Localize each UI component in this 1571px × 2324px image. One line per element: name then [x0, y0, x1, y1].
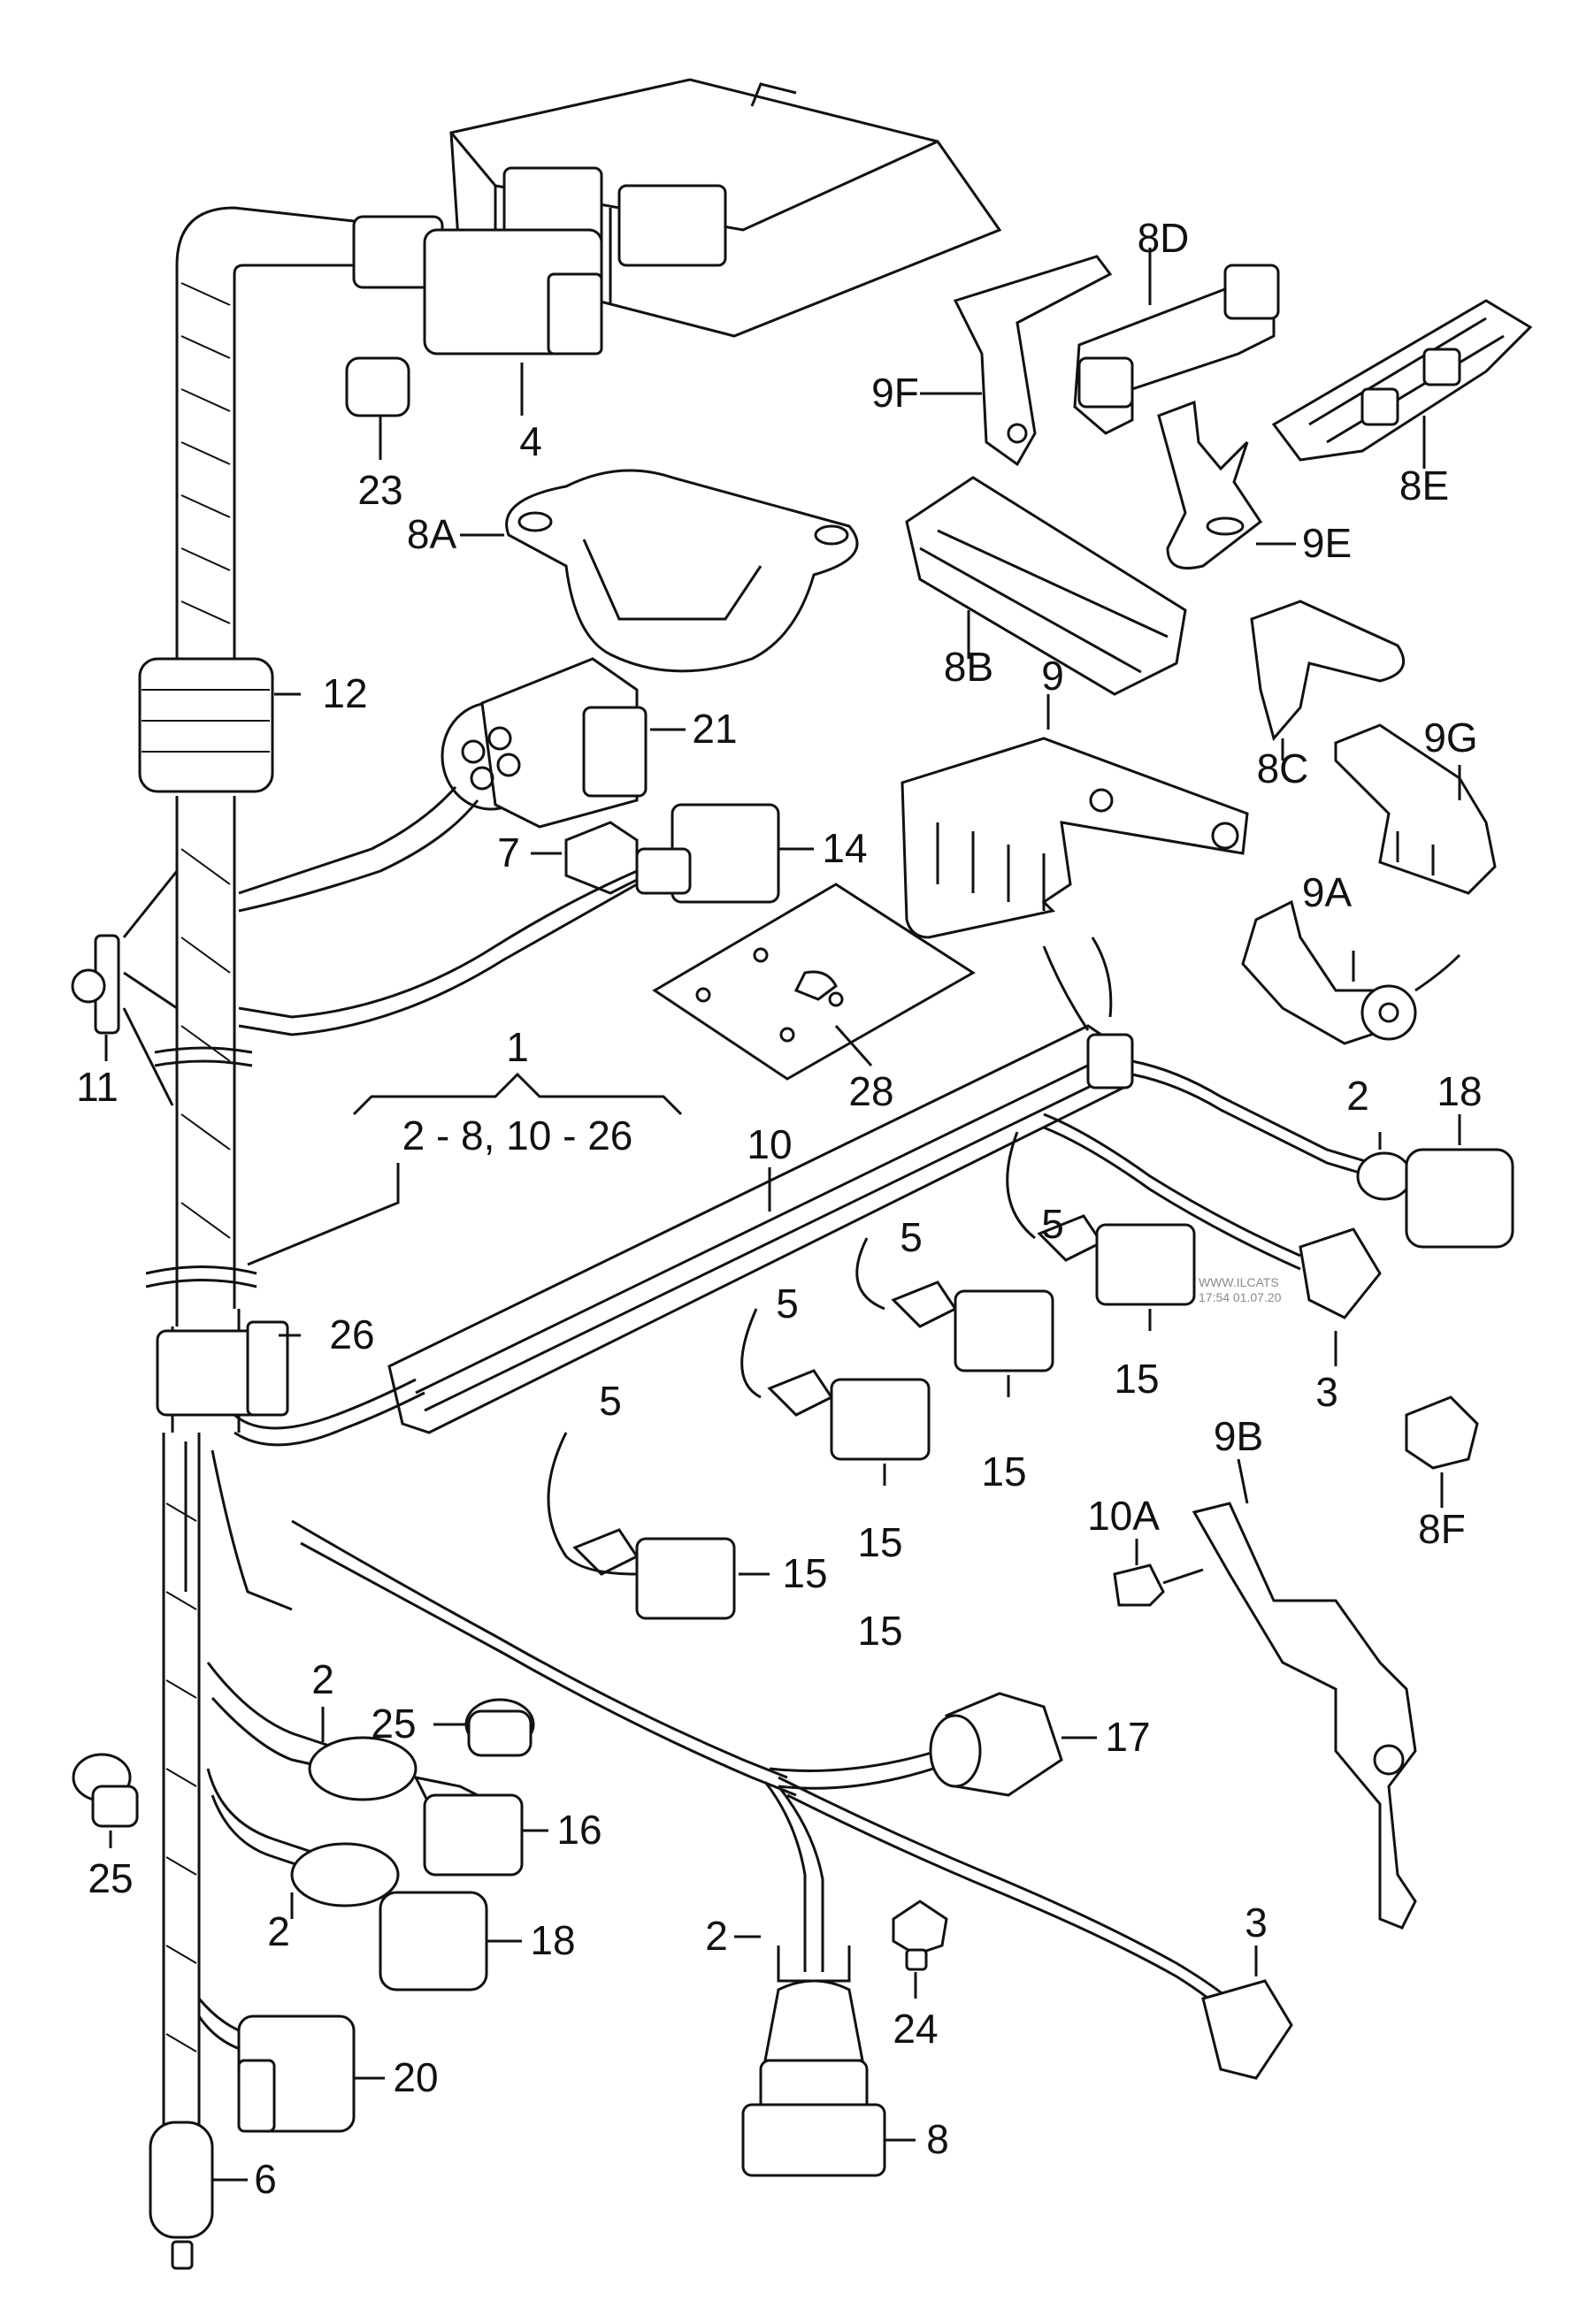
injector-connector-4 — [1006, 1131, 1196, 1331]
clip-23 — [345, 356, 410, 460]
connector-4 — [352, 215, 603, 416]
injector-connector-1 — [547, 1432, 770, 1620]
label-9a: 9A — [1302, 869, 1353, 915]
left-lower-sensors — [206, 1662, 548, 1991]
clip-10a — [1113, 1539, 1204, 1607]
grommet-12 — [138, 657, 274, 793]
bracket-9e — [1157, 400, 1296, 570]
main-harness-trunk — [145, 206, 355, 2184]
watermark-line-2: 17:54 01.07.20 — [1199, 1290, 1282, 1304]
group-bracket-1 — [247, 1072, 683, 1266]
label-24: 24 — [893, 2006, 938, 2052]
label-5-a: 5 — [1041, 1201, 1064, 1247]
label-5-d: 5 — [599, 1378, 622, 1424]
label-18-right: 18 — [1437, 1068, 1482, 1114]
injector-connector-2 — [740, 1308, 931, 1486]
label-26: 26 — [329, 1311, 374, 1357]
label-3-lower: 3 — [1245, 1900, 1268, 1946]
label-8b: 8B — [944, 644, 993, 690]
injector-connectors — [547, 1131, 1196, 1620]
connector-3-lower — [1201, 1946, 1293, 2080]
bracket-9g — [1334, 723, 1497, 895]
sensor-2-connector-8 — [734, 1935, 916, 2177]
component-6 — [149, 2121, 248, 2270]
label-15-d: 15 — [782, 1550, 827, 1596]
connector-17 — [929, 1692, 1097, 1797]
sensor-cable-right — [1131, 1059, 1514, 1249]
clip-8c — [1250, 600, 1406, 761]
label-9b: 9B — [1214, 1413, 1263, 1459]
label-1: 1 — [506, 1024, 529, 1070]
label-15-a: 15 — [1114, 1356, 1159, 1402]
label-9e: 9E — [1302, 520, 1352, 566]
label-10a: 10A — [1087, 1493, 1160, 1539]
label-5-c: 5 — [776, 1280, 799, 1326]
label-8f: 8F — [1418, 1506, 1466, 1552]
label-25-left: 25 — [88, 1855, 133, 1901]
label-12: 12 — [322, 670, 367, 716]
bracket-9f — [920, 255, 1113, 467]
sensor-8f — [1405, 1395, 1479, 1508]
lower-harness-branches — [184, 1378, 1240, 2022]
clip-24 — [892, 1900, 948, 1999]
label-2-left-lower: 2 — [267, 1908, 290, 1954]
label-15-c: 15 — [857, 1519, 902, 1565]
connector-14 — [238, 803, 814, 1036]
label-16: 16 — [556, 1807, 602, 1853]
bracket-9a — [1241, 899, 1461, 1045]
part-labels: 1 2 - 8, 10 - 26 2 2 2 2 3 3 4 5 5 5 5 6… — [76, 215, 1482, 2202]
label-5-b: 5 — [900, 1214, 923, 1260]
label-4: 4 — [519, 418, 542, 464]
bracket-9b — [1192, 1458, 1417, 1930]
label-6: 6 — [254, 2156, 277, 2202]
label-28: 28 — [848, 1068, 893, 1114]
injector-connector-3 — [855, 1237, 1054, 1397]
label-17: 17 — [1105, 1714, 1150, 1760]
connector-3-right — [1043, 1112, 1382, 1366]
connector-21 — [238, 657, 686, 913]
label-8d: 8D — [1138, 215, 1190, 261]
bracket-9 — [900, 694, 1249, 939]
sensor-25-left — [72, 1753, 139, 1848]
label-8: 8 — [926, 2116, 949, 2162]
label-2-left-upper: 2 — [311, 1656, 334, 1702]
leader-lines — [274, 692, 801, 1943]
pad-28 — [652, 883, 976, 1081]
label-15-b: 15 — [981, 1449, 1026, 1495]
label-14: 14 — [822, 825, 867, 871]
label-9f: 9F — [871, 370, 919, 416]
watermark-line-1: WWW.ILCATS — [1199, 1275, 1279, 1289]
label-15-e: 15 — [857, 1608, 902, 1654]
connector-20 — [197, 1998, 385, 2133]
connector-7 — [531, 821, 639, 895]
label-20: 20 — [393, 2054, 438, 2100]
channel-8b — [905, 476, 1187, 696]
label-3-right: 3 — [1315, 1369, 1338, 1415]
bracket-8e — [1271, 299, 1533, 469]
label-8e: 8E — [1399, 463, 1449, 508]
sensor-25-middle — [433, 1698, 535, 1757]
clip-26 — [156, 1320, 289, 1417]
bracket-11 — [71, 870, 179, 1106]
label-2-right: 2 — [1346, 1073, 1369, 1119]
label-8c: 8C — [1257, 745, 1309, 791]
label-9: 9 — [1041, 653, 1064, 699]
label-10: 10 — [747, 1121, 792, 1167]
label-11: 11 — [76, 1064, 119, 1110]
label-2-bottom: 2 — [705, 1913, 728, 1959]
bracket-8d — [1073, 248, 1280, 435]
label-8a: 8A — [407, 511, 457, 557]
label-7: 7 — [497, 829, 520, 875]
label-21: 21 — [692, 706, 737, 752]
label-2-8-10-26: 2 - 8, 10 - 26 — [402, 1112, 633, 1158]
label-23: 23 — [357, 467, 402, 513]
label-18-left: 18 — [530, 1917, 575, 1963]
label-25-middle: 25 — [371, 1701, 416, 1747]
mount-8a — [460, 469, 859, 673]
label-9g: 9G — [1423, 715, 1477, 761]
